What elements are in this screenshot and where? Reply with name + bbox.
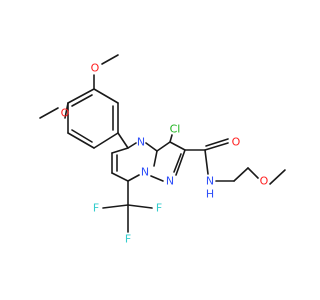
atom-cl: Cl (170, 123, 181, 136)
bond-ch2-o (247, 167, 259, 179)
bond-benzene-4 (67, 132, 95, 149)
bond-carbonyl-n (204, 149, 209, 175)
bond-o-ch3-left (39, 107, 59, 119)
atom-o-methoxy-left: O (61, 107, 70, 120)
bond-cf3-f-right (127, 204, 153, 209)
atom-n-bridgehead: N (141, 166, 149, 179)
bond-pyrazole-c3-c2 (169, 141, 186, 151)
bond-benzene-3 (93, 132, 119, 149)
bond-c-cl (169, 134, 173, 143)
atom-o-carbonyl: O (232, 136, 241, 149)
atom-h-amide: H (206, 188, 214, 201)
bond-pyrazole-c3a-c3 (156, 141, 171, 152)
bond-pyrimidine-n-c7 (127, 174, 140, 182)
bond-c-o-carbonyl-double (205, 138, 229, 147)
bond-ch2-ch2 (233, 167, 249, 182)
atom-f-bottom: F (125, 233, 131, 246)
atom-o-methoxy-upper: O (91, 62, 100, 75)
bond-benzene-1 (93, 88, 119, 104)
atom-n-amide: N (206, 175, 214, 188)
atom-f-left: F (93, 202, 99, 215)
bond-pyrazole-c2-n1 (175, 149, 186, 176)
atom-f-right: F (156, 202, 162, 215)
atom-o-ether: O (260, 175, 269, 188)
bond-pyrazole-inner (173, 153, 182, 173)
bonds-group (39, 54, 286, 233)
bond-c-o-methoxy-left (64, 102, 69, 119)
bond-pyrimidine-c5-n4 (127, 142, 137, 149)
molecule-structure-diagram: O O N N N Cl N H O O F F F (39, 54, 286, 246)
bond-pyrimidine-n4-c3a (145, 142, 158, 152)
bond-pyrimidine-c7-c6 (111, 172, 129, 182)
bond-aryl-pyrimidine (117, 132, 129, 149)
atom-n-pyrimidine: N (137, 136, 145, 149)
bond-benzene-6-inner (71, 94, 93, 107)
bond-pyrimidine-c5-closure (111, 147, 129, 154)
bond-cf3-f-left (102, 204, 129, 209)
bond-pyrimidine-c3a-n (153, 150, 158, 167)
bond-benzene-4-inner (71, 129, 93, 143)
bond-o-ch3-ether (269, 169, 286, 185)
atom-n-pyrazole: N (166, 175, 174, 188)
bond-c-o-carbonyl (204, 142, 229, 151)
bond-pyrazole-n1-n (150, 175, 164, 182)
atom-labels-group: O O N N N Cl N H O O F F F (61, 62, 269, 246)
bond-benzene-6 (67, 88, 95, 104)
bond-o-ch3-upper (101, 54, 119, 65)
